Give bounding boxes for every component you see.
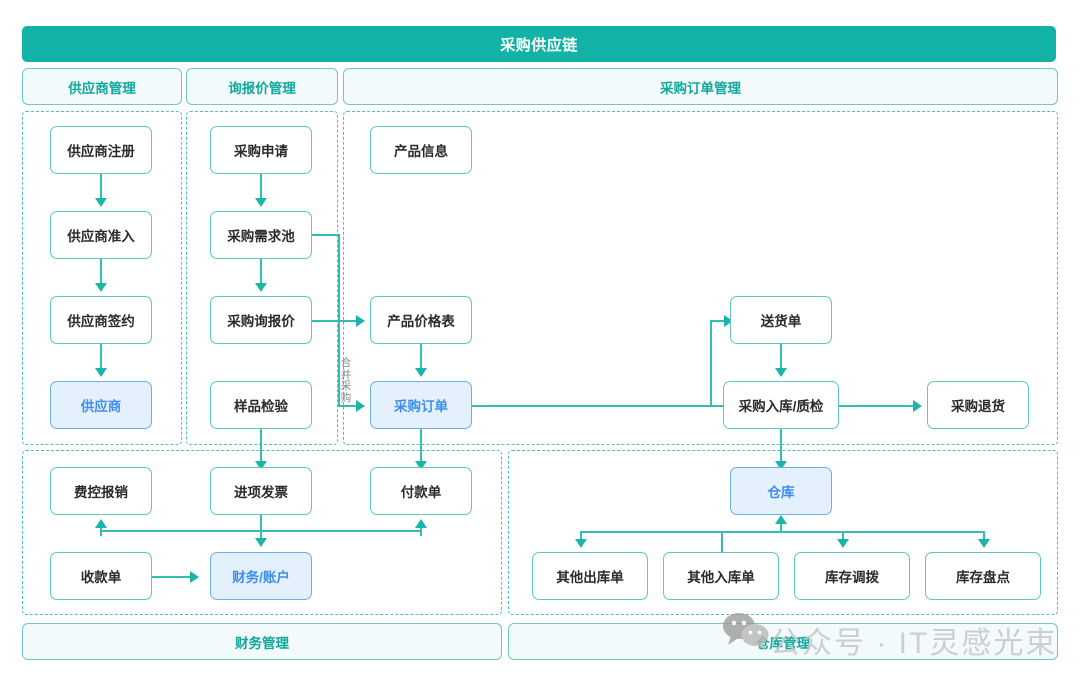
node-sample-inspection[interactable]: 样品检验 <box>210 381 312 429</box>
node-supplier-register[interactable]: 供应商注册 <box>50 126 152 174</box>
node-other-inbound[interactable]: 其他入库单 <box>663 552 779 600</box>
edge-receipt-to-warehouse <box>780 429 782 465</box>
edge-bus-up-payment <box>420 528 422 536</box>
edge-finance-bus <box>100 530 422 532</box>
edge-delivery-to-receipt <box>780 344 782 372</box>
arrowhead-stock-count <box>978 539 990 548</box>
arrowhead-finance-account-top <box>255 538 267 547</box>
edge-inbound-up <box>721 531 723 552</box>
edge-receiptorder-to-account <box>152 576 194 578</box>
panel-finance-management <box>22 450 502 615</box>
arrowhead-finance-account-left <box>190 571 199 583</box>
edge-down-to-input-invoice <box>260 429 262 465</box>
node-purchase-rfq[interactable]: 采购询报价 <box>210 296 312 344</box>
edge-into-delivery <box>710 320 728 322</box>
arrowhead-payment-order <box>415 461 427 470</box>
edge-bus-up-warehouse <box>780 524 782 532</box>
node-receipt-order[interactable]: 收款单 <box>50 552 152 600</box>
arrowhead-warehouse-top <box>775 461 787 470</box>
arrowhead-expense-claim <box>95 519 107 528</box>
node-price-list[interactable]: 产品价格表 <box>370 296 472 344</box>
edge-request-to-pool <box>260 174 262 202</box>
node-supplier[interactable]: 供应商 <box>50 381 152 429</box>
edge-receipt-to-return <box>839 405 917 407</box>
node-purchase-order[interactable]: 采购订单 <box>370 381 472 429</box>
arrowhead-warehouse-bottom <box>775 515 787 524</box>
edge-bus-down-count <box>983 531 985 541</box>
arrowhead-delivery-note <box>724 315 733 327</box>
node-warehouse[interactable]: 仓库 <box>730 467 832 515</box>
node-stock-count[interactable]: 库存盘点 <box>925 552 1041 600</box>
node-supplier-access[interactable]: 供应商准入 <box>50 211 152 259</box>
arrowhead-contract <box>95 283 107 292</box>
node-demand-pool[interactable]: 采购需求池 <box>210 211 312 259</box>
arrowhead-price-list <box>356 315 365 327</box>
arrowhead-purchase-order-left <box>356 400 365 412</box>
edge-order-up-to-delivery <box>710 320 712 406</box>
node-receipt-qc[interactable]: 采购入库/质检 <box>723 381 839 429</box>
edge-contract-to-supplier <box>100 344 102 372</box>
edge-pool-right <box>312 234 340 236</box>
edge-pool-into-order <box>338 405 360 407</box>
arrowhead-purchase-rfq <box>255 283 267 292</box>
node-other-outbound[interactable]: 其他出库单 <box>532 552 648 600</box>
edge-pool-to-rfq <box>260 259 262 287</box>
edge-invoice-to-account <box>260 515 262 541</box>
node-product-info[interactable]: 产品信息 <box>370 126 472 174</box>
arrowhead-supplier <box>95 368 107 377</box>
node-expense-claim[interactable]: 费控报销 <box>50 467 152 515</box>
node-finance-account[interactable]: 财务/账户 <box>210 552 312 600</box>
arrowhead-stock-transfer <box>837 539 849 548</box>
node-payment-order[interactable]: 付款单 <box>370 467 472 515</box>
footer-header-warehouse[interactable]: 仓库管理 <box>508 623 1058 660</box>
node-purchase-request[interactable]: 采购申请 <box>210 126 312 174</box>
arrowhead-access <box>95 198 107 207</box>
edge-pricelist-to-order <box>420 344 422 372</box>
arrowhead-demand-pool <box>255 198 267 207</box>
edge-register-to-access <box>100 174 102 202</box>
arrowhead-purchase-return <box>913 400 922 412</box>
arrowhead-other-outbound <box>575 539 587 548</box>
edge-order-to-payment <box>420 429 422 465</box>
node-input-invoice[interactable]: 进项发票 <box>210 467 312 515</box>
node-supplier-contract[interactable]: 供应商签约 <box>50 296 152 344</box>
edge-rfq-to-pricelist <box>312 320 360 322</box>
edge-into-receipt-qc <box>690 405 728 407</box>
edge-bus-down-outbound <box>580 531 582 541</box>
node-purchase-return[interactable]: 采购退货 <box>927 381 1029 429</box>
arrowhead-input-invoice <box>255 461 267 470</box>
panel-warehouse-management <box>508 450 1058 615</box>
panel-rfq-management <box>186 111 338 445</box>
edge-order-right <box>472 405 712 407</box>
section-header-supplier[interactable]: 供应商管理 <box>22 68 182 105</box>
panel-supplier-management <box>22 111 182 445</box>
edge-bus-down-transfer <box>842 531 844 541</box>
footer-header-finance[interactable]: 财务管理 <box>22 623 502 660</box>
edge-access-to-contract <box>100 259 102 287</box>
page-title: 采购供应链 <box>22 26 1056 62</box>
panel-purchase-order-management <box>343 111 1058 445</box>
arrowhead-payment-order-bottom <box>415 519 427 528</box>
arrowhead-purchase-order-top <box>415 368 427 377</box>
node-delivery-note[interactable]: 送货单 <box>730 296 832 344</box>
edge-label-merge-purchase: 合并采购 <box>340 357 352 404</box>
section-header-rfq[interactable]: 询报价管理 <box>186 68 338 105</box>
section-header-purchase-order[interactable]: 采购订单管理 <box>343 68 1058 105</box>
edge-warehouse-bus <box>580 531 984 533</box>
node-stock-transfer[interactable]: 库存调拨 <box>794 552 910 600</box>
edge-bus-up-expense <box>100 528 102 536</box>
arrowhead-receipt-qc-top <box>775 368 787 377</box>
wechat-icon <box>722 612 770 655</box>
